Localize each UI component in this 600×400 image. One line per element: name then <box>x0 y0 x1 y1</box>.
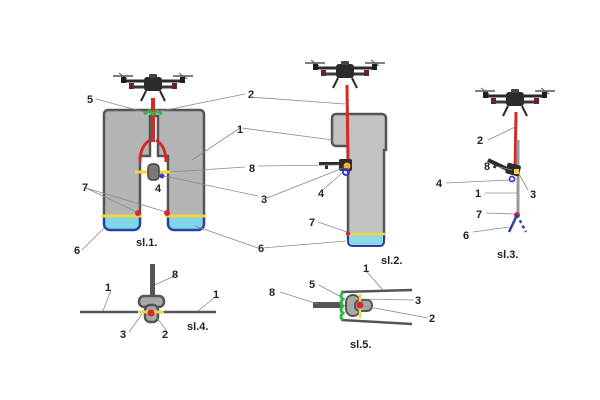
label-2: 2 <box>477 135 483 147</box>
cable <box>513 111 518 173</box>
label-2: 2 <box>429 313 435 325</box>
joint-right <box>164 210 170 216</box>
joint <box>346 232 350 235</box>
seal <box>343 162 351 170</box>
seal <box>514 169 519 174</box>
label-3: 3 <box>261 194 267 206</box>
figure-sl5: 1 8 5 3 2 sl.5. <box>269 263 435 351</box>
label-1: 1 <box>105 282 111 294</box>
label-4: 4 <box>436 178 443 190</box>
float-left <box>102 214 142 232</box>
figure-sl2: 4 7 sl.2. <box>241 58 402 267</box>
caption-sl5: sl.5. <box>350 339 371 351</box>
caption-sl1: sl.1. <box>136 237 157 249</box>
leg-left <box>507 214 519 233</box>
label-4: 4 <box>155 183 162 195</box>
label-2: 2 <box>162 329 168 341</box>
caption-sl2: sl.2. <box>381 255 402 267</box>
label-4: 4 <box>318 188 325 200</box>
label-3: 3 <box>120 329 126 341</box>
label-5: 5 <box>309 279 315 291</box>
label-8: 8 <box>249 163 255 175</box>
label-3: 3 <box>415 295 421 307</box>
drone-icon <box>303 58 387 90</box>
handle <box>150 264 155 299</box>
float-right <box>166 214 206 232</box>
leg-right <box>515 214 528 233</box>
latch-pin <box>342 168 350 176</box>
bar-top <box>340 288 413 294</box>
figure-sl3: 2 8 4 3 1 7 6 sl.3. <box>436 86 557 261</box>
label-3: 3 <box>530 189 536 201</box>
latch-pin <box>159 173 165 179</box>
label-6: 6 <box>463 230 469 242</box>
label-8: 8 <box>484 161 490 173</box>
drone-icon <box>111 71 195 103</box>
figure-sl1: 5 2 1 8 3 4 7 6 6 sl.1. <box>74 71 267 257</box>
float <box>347 233 385 247</box>
float-body <box>330 112 388 240</box>
handle <box>319 162 341 165</box>
label-7: 7 <box>82 182 88 194</box>
cable-point <box>147 309 155 317</box>
latch-body <box>147 163 160 181</box>
label-7: 7 <box>476 209 482 221</box>
label-1: 1 <box>363 263 369 275</box>
label-2: 2 <box>248 89 254 101</box>
latch-pin <box>508 175 516 183</box>
clip <box>143 109 163 116</box>
caption-sl4: sl.4. <box>187 321 208 333</box>
bar-bottom <box>340 318 413 326</box>
label-6: 6 <box>74 245 80 257</box>
label-8: 8 <box>172 269 178 281</box>
handle <box>313 302 343 308</box>
label-1b: 1 <box>213 289 219 301</box>
cable <box>345 84 350 166</box>
label-7: 7 <box>309 217 315 229</box>
figure-sl4: 8 1 1 3 2 sl.4. <box>80 264 219 341</box>
label-1: 1 <box>475 188 481 200</box>
label-1: 1 <box>237 124 243 136</box>
label-5: 5 <box>87 94 93 106</box>
caption-sl3: sl.3. <box>497 249 518 261</box>
drone-icon <box>473 86 557 118</box>
label-8: 8 <box>269 287 275 299</box>
cable-point <box>356 301 364 309</box>
clip <box>339 290 346 322</box>
label-6b: 6 <box>258 243 264 255</box>
float-body <box>102 108 206 218</box>
joint-left <box>135 210 141 216</box>
